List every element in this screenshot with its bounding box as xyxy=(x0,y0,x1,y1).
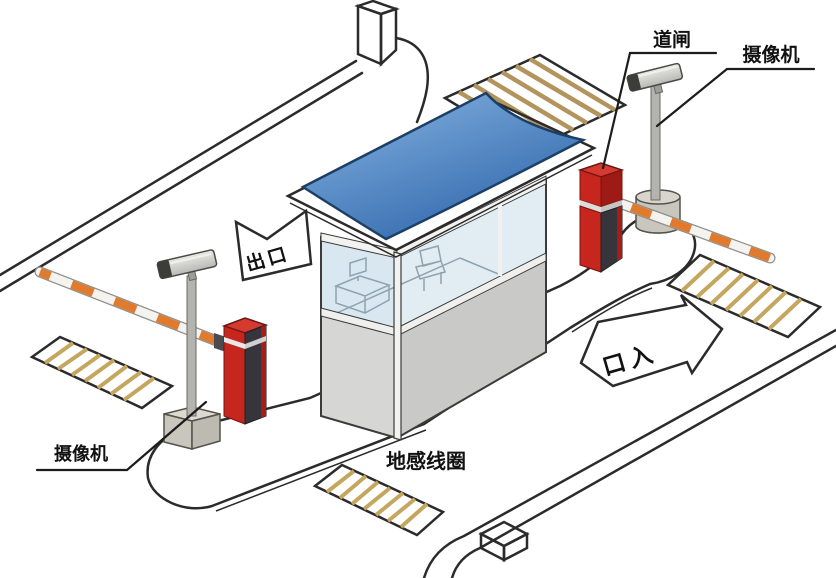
corner-post xyxy=(393,251,402,441)
camera-lens xyxy=(627,73,641,92)
guard-booth xyxy=(285,91,597,441)
blue-roof xyxy=(300,91,587,241)
camera-housing xyxy=(156,249,218,282)
camera-lens xyxy=(157,260,172,279)
barrier-body xyxy=(579,205,602,273)
camera-left-label: 摄像机 xyxy=(54,443,108,465)
camera-pole xyxy=(650,85,661,201)
right-barrier-arm xyxy=(616,198,776,264)
barrier-gate-label: 道闸 xyxy=(653,28,691,51)
coil-stripes xyxy=(325,469,429,529)
right-barrier-gate xyxy=(577,162,776,273)
ground-coil-left xyxy=(29,335,175,410)
bottom-cube xyxy=(478,520,530,563)
leader-line xyxy=(655,67,816,128)
desk xyxy=(333,275,392,315)
left-camera xyxy=(156,249,221,450)
callout-barrier-gate: 道闸 xyxy=(601,28,718,170)
camera-right-label: 摄像机 xyxy=(742,43,799,66)
monitor xyxy=(349,256,367,281)
ground-coil-right xyxy=(665,253,823,339)
coil-stripes xyxy=(680,259,803,331)
leader-line xyxy=(35,400,208,472)
booth-roof xyxy=(285,91,597,258)
road-edge-top xyxy=(0,36,430,293)
top-pillar xyxy=(354,0,400,67)
coil-stripes xyxy=(43,341,156,402)
callout-camera-left: 摄像机 xyxy=(35,400,208,472)
exit-arrow-sign: 出口 xyxy=(234,208,313,282)
kerb-line xyxy=(215,287,653,512)
ground-coil-label: 地感线圈 xyxy=(386,449,466,473)
entrance-arrow-label: 口入 xyxy=(600,341,661,381)
left-barrier-gate xyxy=(214,317,269,425)
arm-mount xyxy=(214,333,226,352)
leader-line xyxy=(601,51,718,170)
camera-pole xyxy=(186,275,197,417)
chair xyxy=(415,245,446,291)
callout-camera-right: 摄像机 xyxy=(655,43,816,128)
right-camera xyxy=(626,62,684,234)
camera-housing xyxy=(626,62,684,95)
callout-ground-coil: 地感线圈 xyxy=(386,449,466,473)
ground-coil-bottom xyxy=(312,463,446,537)
